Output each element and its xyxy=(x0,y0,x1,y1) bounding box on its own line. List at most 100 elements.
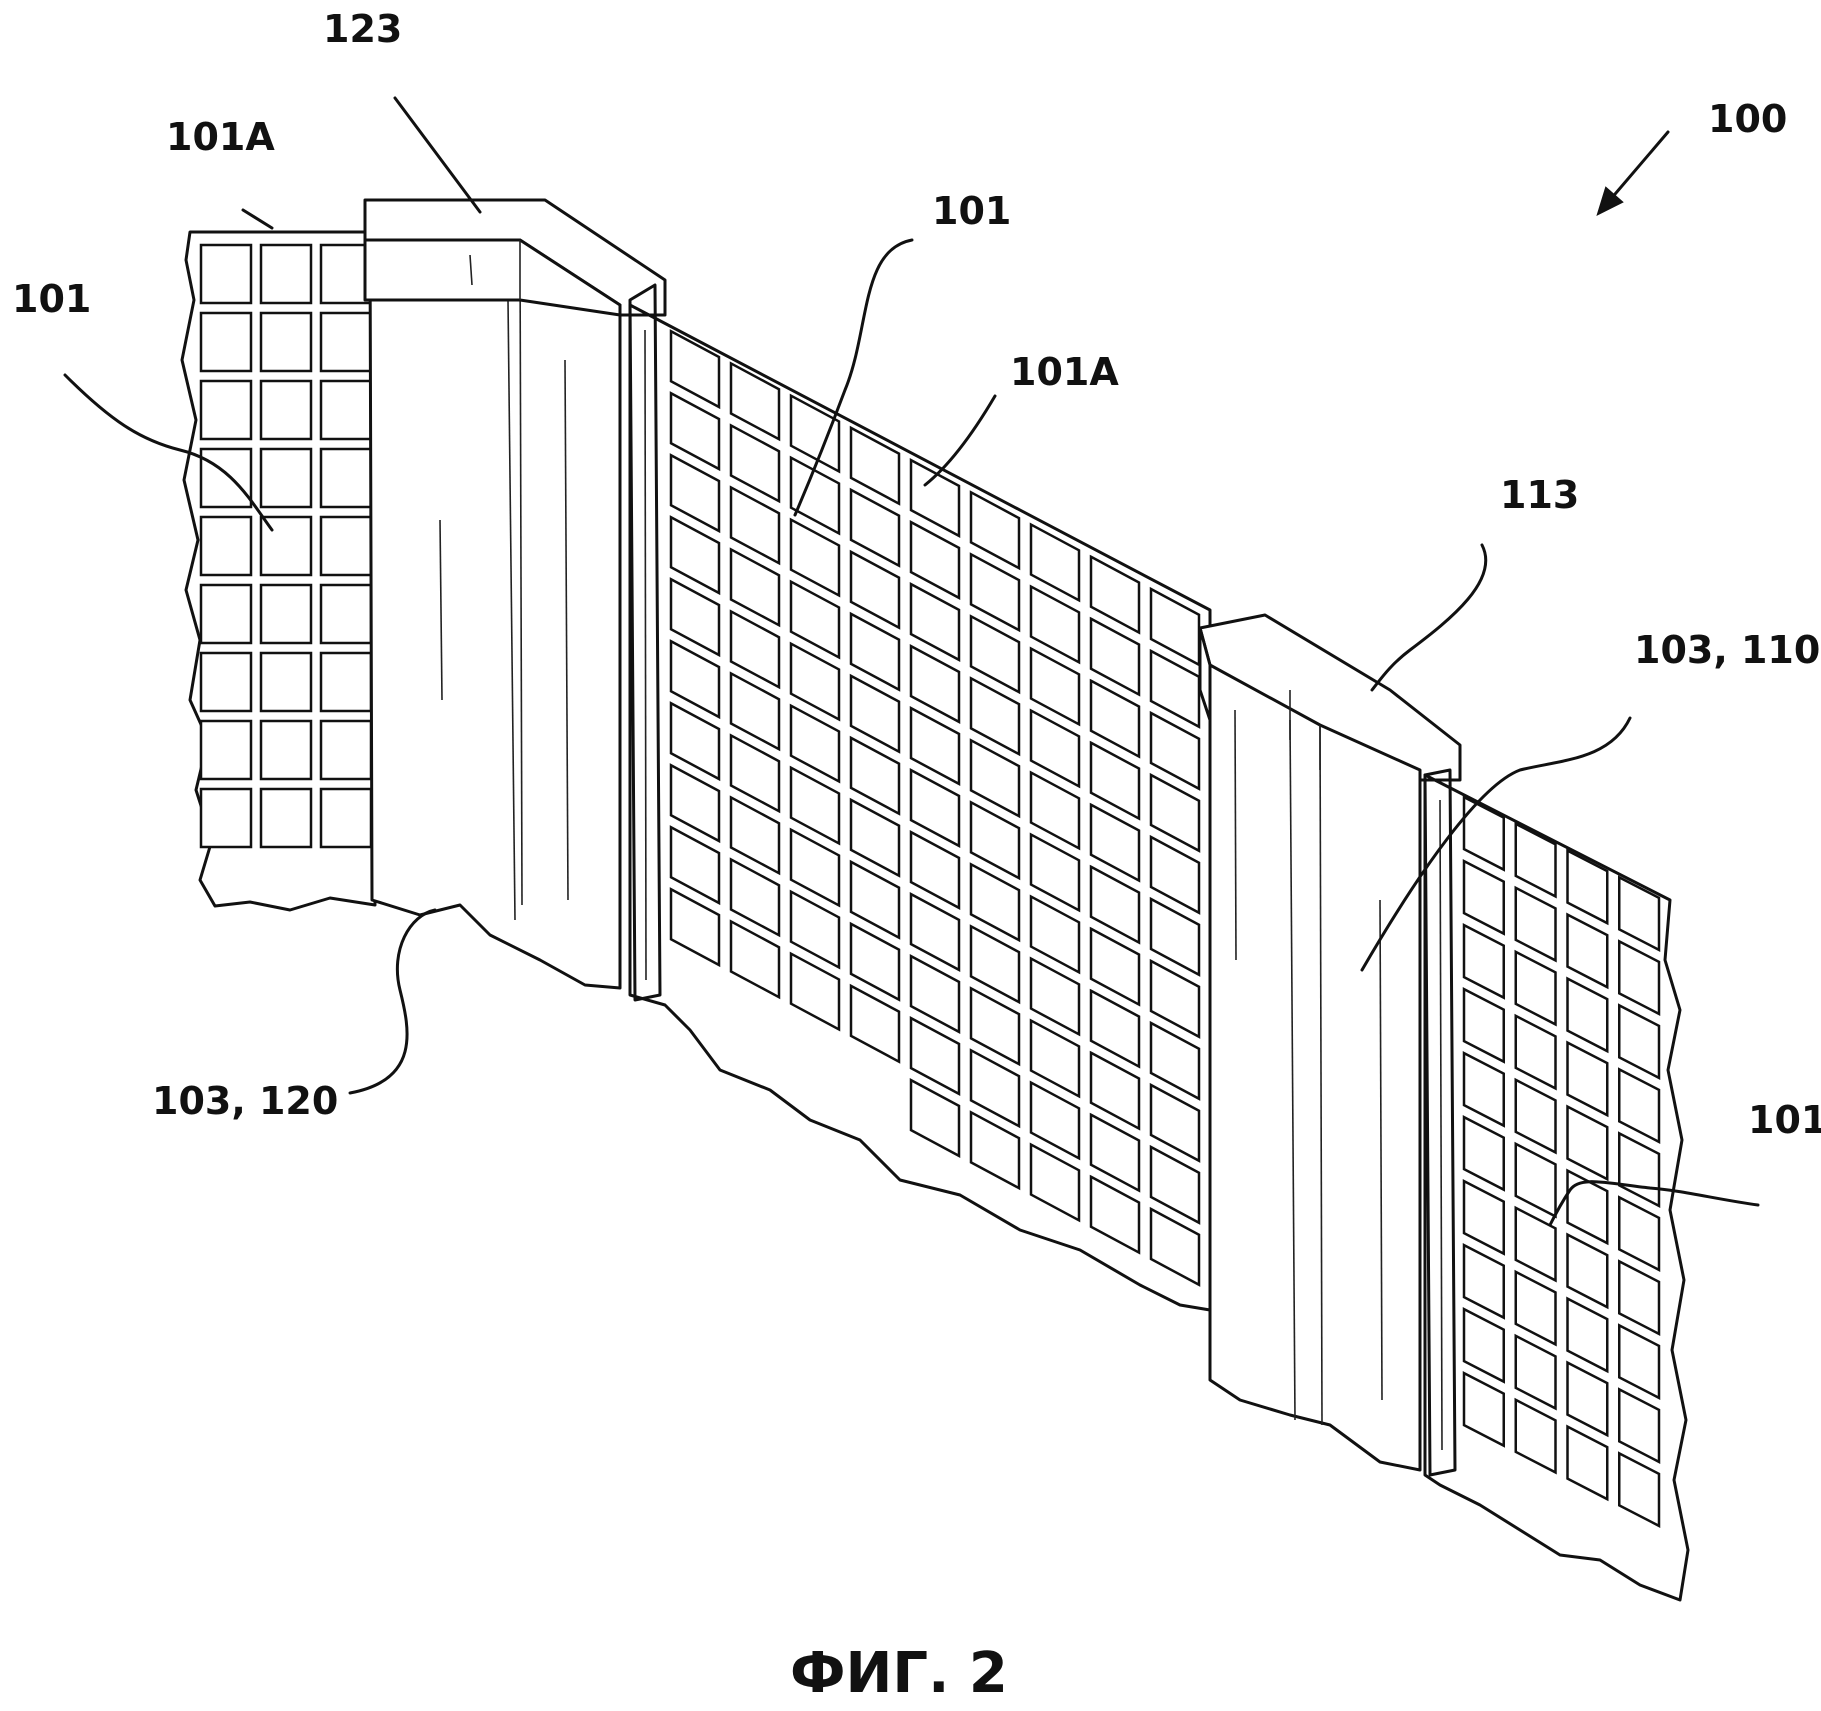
mesh-cell xyxy=(1618,1195,1661,1272)
mesh-cell xyxy=(1462,1115,1505,1192)
mesh-cell xyxy=(789,393,841,474)
mesh-cell xyxy=(849,735,901,816)
mesh-cell xyxy=(1514,1013,1557,1091)
mesh-cell xyxy=(909,830,961,910)
mesh-cell xyxy=(1029,1080,1081,1161)
mesh-cell xyxy=(1462,1371,1505,1448)
mesh-cell xyxy=(729,733,781,814)
mesh-cell xyxy=(259,787,313,849)
mesh-cell xyxy=(259,243,313,305)
mesh-cell xyxy=(1566,1168,1609,1246)
mesh-cell xyxy=(1462,1243,1505,1320)
mesh-cell xyxy=(1089,1112,1141,1193)
right-mesh-panel xyxy=(1423,768,1690,1602)
mesh-cell xyxy=(1149,772,1201,853)
mesh-cell xyxy=(1089,802,1141,883)
mesh-cell xyxy=(1089,1174,1141,1255)
mesh-cell xyxy=(1514,1205,1557,1283)
mesh-cell xyxy=(669,329,721,410)
mesh-cell xyxy=(789,765,841,846)
mesh-cell xyxy=(909,1016,961,1096)
mesh-cell xyxy=(1462,859,1505,936)
label-post-right: 103, 110 xyxy=(1634,628,1820,672)
mesh-cell xyxy=(259,379,313,441)
label-cap-right: 113 xyxy=(1500,473,1579,517)
mesh-cell xyxy=(199,583,253,645)
mesh-cell xyxy=(789,889,841,970)
mesh-cell xyxy=(969,986,1021,1067)
mesh-cell xyxy=(909,1078,961,1158)
mesh-cell xyxy=(199,243,253,305)
mesh-cell xyxy=(1089,864,1141,945)
mesh-cell xyxy=(1029,646,1081,727)
mesh-cell xyxy=(1514,1397,1557,1475)
mesh-cell xyxy=(319,379,373,441)
mesh-cell xyxy=(969,490,1021,571)
mesh-cell xyxy=(909,706,961,786)
mesh-cell xyxy=(1618,1003,1661,1080)
mesh-cell xyxy=(1089,988,1141,1069)
mesh-cell xyxy=(669,825,721,906)
right-post xyxy=(1208,648,1422,1472)
mesh-cell xyxy=(1149,834,1201,915)
mesh-cell xyxy=(1462,1051,1505,1128)
mesh-cell xyxy=(1089,616,1141,697)
mesh-cell xyxy=(969,552,1021,633)
label-post-left: 103, 120 xyxy=(152,1079,338,1123)
mesh-cell xyxy=(199,311,253,373)
label-panel-left: 101 xyxy=(12,277,91,321)
mesh-cell xyxy=(909,458,961,538)
mesh-cell xyxy=(1566,1424,1609,1502)
mesh-cell xyxy=(1618,939,1661,1016)
mesh-cell xyxy=(319,719,373,781)
mesh-cell xyxy=(969,676,1021,757)
mesh-cell xyxy=(1089,678,1141,759)
figure-caption: ФИГ. 2 xyxy=(790,1641,1008,1706)
mesh-cell xyxy=(199,447,253,509)
assembly-arrow xyxy=(1596,130,1670,216)
mesh-cell xyxy=(849,549,901,630)
mesh-cell xyxy=(849,859,901,940)
mesh-cell xyxy=(729,857,781,938)
mesh-cell xyxy=(849,921,901,1002)
mesh-cell xyxy=(1566,848,1609,926)
mesh-cell xyxy=(1089,1050,1141,1131)
mesh-cell xyxy=(1149,1082,1201,1163)
mesh-cell xyxy=(909,582,961,662)
mesh-cell xyxy=(849,425,901,506)
mesh-cell xyxy=(909,892,961,972)
mesh-cell xyxy=(1029,708,1081,789)
mesh-cell xyxy=(1618,1131,1661,1208)
mesh-cell xyxy=(729,423,781,504)
mesh-cell xyxy=(669,763,721,844)
mesh-cell xyxy=(969,738,1021,819)
mesh-cell xyxy=(729,671,781,752)
label-panel-middle: 101 xyxy=(932,189,1011,233)
mesh-cell xyxy=(969,1110,1021,1191)
label-assembly: 100 xyxy=(1708,97,1787,141)
mesh-cell xyxy=(1462,923,1505,1000)
mesh-cell xyxy=(1514,1141,1557,1219)
mesh-cell xyxy=(1029,894,1081,975)
mesh-cell xyxy=(969,800,1021,881)
mesh-cell xyxy=(969,862,1021,943)
mesh-cell xyxy=(259,447,313,509)
mesh-cell xyxy=(1618,1323,1661,1400)
label-panel-edge-middle: 101A xyxy=(1010,350,1119,394)
mesh-cell xyxy=(1618,1451,1661,1528)
mesh-cell xyxy=(969,924,1021,1005)
mesh-cell xyxy=(729,485,781,566)
mesh-cell xyxy=(1566,976,1609,1054)
mesh-cell xyxy=(1149,896,1201,977)
leader-lines xyxy=(63,96,1760,1227)
mesh-cell xyxy=(319,447,373,509)
mesh-cell xyxy=(669,453,721,534)
mesh-cell xyxy=(729,795,781,876)
mesh-cell xyxy=(199,651,253,713)
mesh-cell xyxy=(1149,1144,1201,1225)
mesh-cell xyxy=(789,517,841,598)
mesh-cell xyxy=(259,583,313,645)
left-post xyxy=(368,234,622,990)
mesh-cell xyxy=(1618,1067,1661,1144)
mesh-cell xyxy=(669,515,721,596)
